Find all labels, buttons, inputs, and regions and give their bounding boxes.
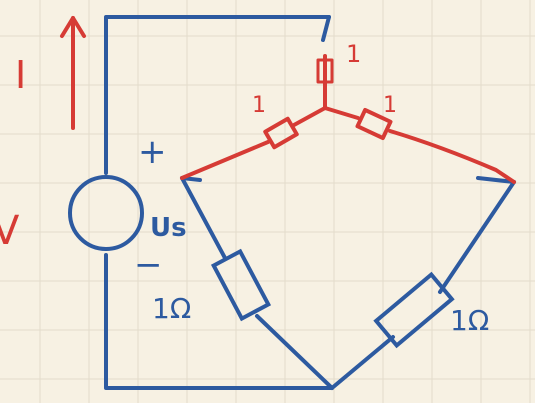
left-diagonal-wire-lower bbox=[255, 314, 334, 390]
right-node-tick bbox=[476, 176, 516, 184]
resistor-right-label: 1Ω bbox=[450, 304, 489, 337]
source-bottom-wire bbox=[104, 253, 334, 390]
current-label: I bbox=[15, 53, 26, 97]
resistor-rectangle-icon bbox=[373, 271, 455, 349]
source-minus-label: − bbox=[134, 245, 163, 285]
star-left-label: 1 bbox=[252, 93, 266, 118]
blue-wires bbox=[104, 15, 516, 390]
resistor-left-label: 1Ω bbox=[152, 292, 191, 325]
star-left-branch-outer bbox=[180, 140, 270, 180]
outer-loop-wire bbox=[104, 15, 331, 175]
star-top-resistor bbox=[316, 58, 334, 84]
source-plus-label: + bbox=[138, 132, 167, 172]
resistor-rectangle-icon bbox=[210, 248, 272, 322]
voltage-source-circle-icon bbox=[68, 175, 144, 251]
star-right-branch-outer bbox=[388, 129, 516, 184]
source-name-label: Us bbox=[150, 213, 187, 243]
resistor-right bbox=[373, 271, 455, 349]
star-right-resistor bbox=[355, 107, 393, 141]
resistor-left bbox=[210, 248, 272, 322]
star-top-label: 1 bbox=[346, 40, 361, 68]
top-stub-wire bbox=[321, 15, 331, 42]
right-diagonal-wire-lower bbox=[330, 335, 395, 390]
star-right-branch bbox=[323, 106, 360, 120]
star-right-label: 1 bbox=[383, 93, 397, 118]
star-left-branch bbox=[292, 106, 327, 127]
current-arrow-icon bbox=[60, 16, 86, 130]
star-left-resistor bbox=[263, 116, 299, 150]
right-diagonal-wire-upper bbox=[438, 180, 516, 294]
red-star-network bbox=[180, 54, 516, 184]
left-edge-v-label: V bbox=[0, 208, 20, 254]
left-diagonal-wire-upper bbox=[180, 176, 227, 260]
